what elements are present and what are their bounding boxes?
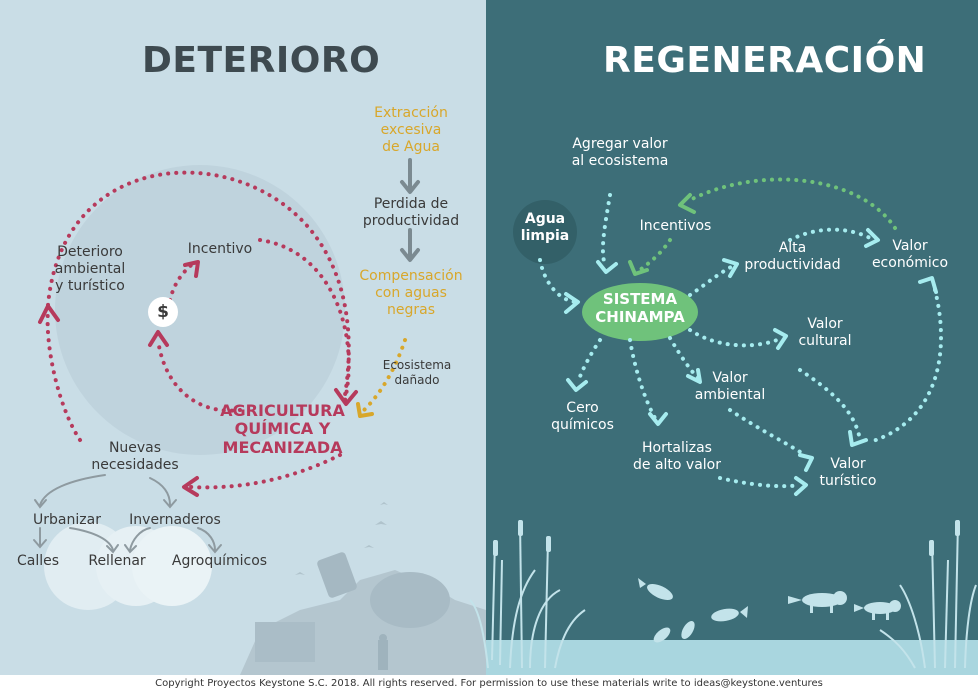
reeds-left-icon — [469, 519, 586, 669]
cattail-right-icon — [929, 520, 960, 556]
label-agroquimicos: Agroquímicos — [171, 553, 268, 569]
agua-limpia-bubble — [513, 200, 577, 264]
title-regeneracion: REGENERACIÓN — [603, 40, 927, 81]
label-cero-quimicos: Cero químicos — [540, 400, 625, 434]
text-cero: Cero químicos — [551, 400, 614, 434]
reeds-right-icon — [879, 519, 977, 669]
dollar-icon: $ — [157, 302, 169, 322]
text-nuevas: Nuevas necesidades — [91, 440, 179, 474]
big-circle-bg — [55, 165, 345, 455]
fish-icon — [638, 578, 748, 643]
left-loops — [45, 170, 351, 490]
arrowhead-incentivo — [183, 260, 200, 278]
green-arrowhead-1 — [678, 193, 696, 214]
label-nuevas: Nuevas necesidades — [80, 440, 190, 474]
label-deterioro-ambiental: Deterioro ambiental y turístico — [40, 244, 140, 295]
label-calles: Calles — [16, 553, 60, 569]
water-bed — [486, 640, 978, 675]
text-valor-amb: Valor ambiental — [694, 370, 766, 404]
label-sistema-chinampa: SISTEMA CHINAMPA — [592, 290, 688, 327]
chinampa-ellipse — [582, 283, 698, 341]
label-valor-ambiental: Valor ambiental — [685, 370, 775, 404]
text-deterioro-ambiental: Deterioro ambiental y turístico — [54, 244, 126, 295]
label-valor-turistico: Valor turístico — [808, 456, 888, 490]
grey-arrows — [400, 158, 420, 262]
label-extraccion: Extracción excesiva de Agua — [352, 105, 470, 156]
label-perdida: Perdida de productividad — [352, 196, 470, 230]
arrowhead-dollar — [148, 330, 169, 347]
label-incentivo: Incentivo — [187, 241, 253, 257]
label-incentivos: Incentivos — [639, 218, 712, 234]
text-compensacion: Compensación con aguas negras — [359, 268, 463, 319]
text-agregar: Agregar valor al ecosistema — [571, 136, 669, 170]
cattail-left-icon — [493, 520, 551, 556]
green-dotted-short — [638, 238, 672, 272]
label-agua-limpia: Agua limpia — [515, 211, 575, 245]
arrowhead-nuevas — [182, 476, 199, 497]
label-valor-economico: Valor económico — [865, 238, 955, 272]
text-agricultura: AGRICULTURA QUÍMICA Y MECANIZADA — [220, 401, 345, 457]
grey-branch-arrows — [33, 474, 222, 554]
title-deterioro: DETERIORO — [142, 40, 381, 81]
gold-dotted-line — [360, 338, 407, 414]
label-invernaderos: Invernaderos — [129, 512, 221, 528]
label-hortalizas: Hortalizas de alto valor — [622, 440, 732, 474]
text-valor-eco: Valor económico — [871, 238, 949, 272]
label-alta-productividad: Alta productividad — [735, 240, 850, 274]
label-agricultura: AGRICULTURA QUÍMICA Y MECANIZADA — [175, 401, 390, 457]
right-panel-bg — [486, 0, 978, 675]
text-sistema: SISTEMA CHINAMPA — [595, 290, 685, 327]
bird-icon — [295, 502, 388, 575]
cyan-arrowheads — [564, 228, 938, 496]
text-extraccion: Extracción excesiva de Agua — [374, 105, 448, 156]
text-alta: Alta productividad — [744, 240, 841, 274]
text-hortalizas: Hortalizas de alto valor — [633, 440, 721, 474]
copyright-footer: Copyright Proyectos Keystone S.C. 2018. … — [0, 675, 978, 693]
arrowhead-deterioro — [38, 304, 60, 324]
label-rellenar: Rellenar — [88, 553, 146, 569]
cyan-flows — [538, 193, 944, 489]
axolotl-icon — [788, 591, 901, 620]
gold-arrowhead — [356, 402, 374, 418]
label-agregar: Agregar valor al ecosistema — [560, 136, 680, 170]
label-urbanizar: Urbanizar — [33, 512, 101, 528]
green-arrowhead-2 — [628, 260, 649, 276]
green-dotted-loop — [688, 177, 897, 230]
landfill-silhouette — [240, 552, 486, 675]
text-perdida: Perdida de productividad — [362, 196, 460, 230]
left-arrowheads — [38, 260, 358, 497]
label-ecosistema: Ecosistema dañado — [372, 358, 462, 387]
bubble-agroquimicos — [132, 526, 212, 606]
text-ecosistema: Ecosistema dañado — [382, 358, 452, 387]
label-compensacion: Compensación con aguas negras — [352, 268, 470, 319]
dollar-circle — [148, 297, 178, 327]
arrowhead-agricultura — [334, 388, 358, 406]
label-valor-cultural: Valor cultural — [785, 316, 865, 350]
text-agua: Agua limpia — [520, 211, 570, 245]
text-valor-cult: Valor cultural — [798, 316, 852, 350]
text-valor-tur: Valor turístico — [819, 456, 877, 490]
